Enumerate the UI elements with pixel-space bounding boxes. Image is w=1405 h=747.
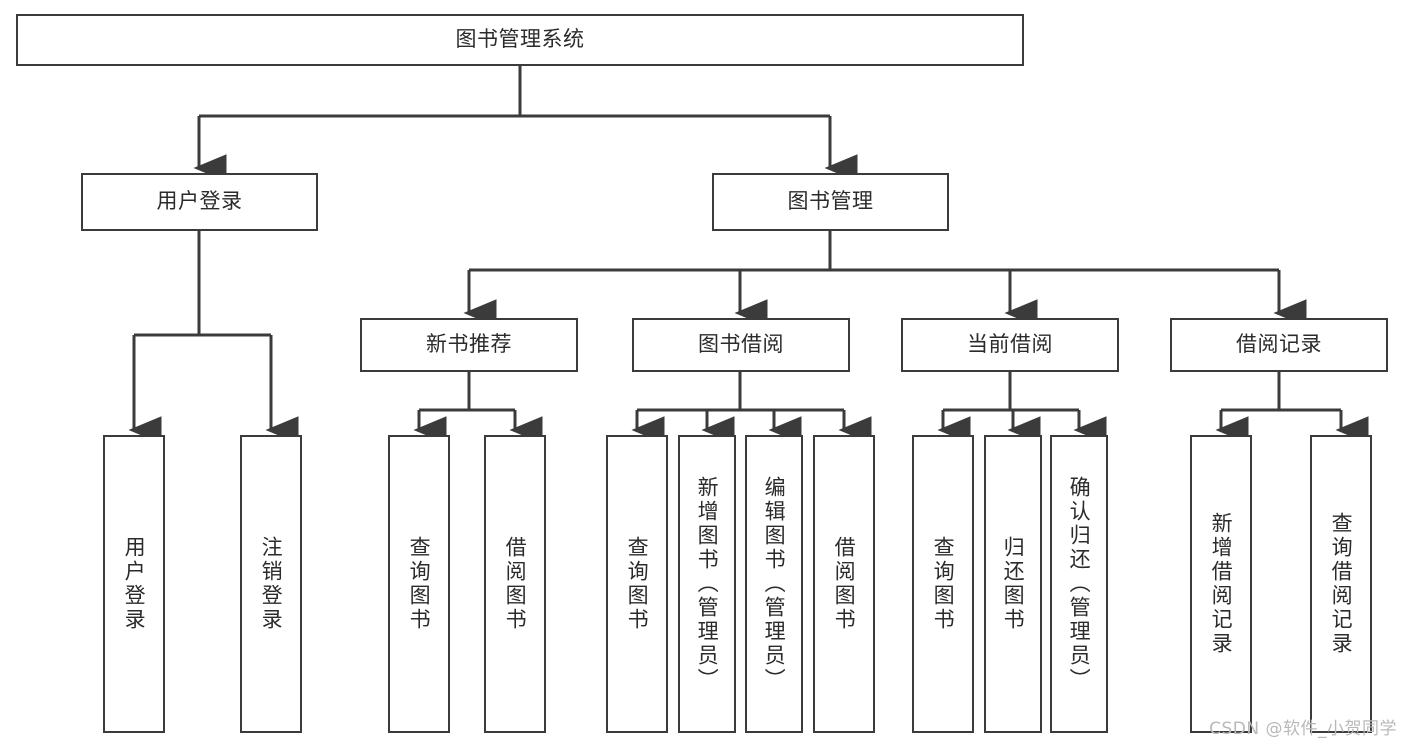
node-leaf-edit-book-label: 编辑图书（管理员） [762,476,787,692]
node-leaf-add-record-label: 新增借阅记录 [1209,512,1234,656]
node-book-borrow[interactable]: 图书借阅 [632,318,850,372]
node-book-manage-label: 图书管理 [787,189,874,214]
node-current-borrow[interactable]: 当前借阅 [901,318,1119,372]
node-leaf-user-login[interactable]: 用户登录 [103,435,165,733]
node-leaf-query-record[interactable]: 查询借阅记录 [1310,435,1372,733]
node-leaf-query-book-3[interactable]: 查询图书 [912,435,974,733]
node-leaf-edit-book[interactable]: 编辑图书（管理员） [745,435,803,733]
node-leaf-confirm-return[interactable]: 确认归还（管理员） [1050,435,1108,733]
node-user-login-label: 用户登录 [156,189,243,214]
node-new-book-recommend-label: 新书推荐 [426,332,512,357]
node-book-manage[interactable]: 图书管理 [712,173,949,231]
node-leaf-query-book-1-label: 查询图书 [407,536,432,632]
node-leaf-add-record[interactable]: 新增借阅记录 [1190,435,1252,733]
node-borrow-record[interactable]: 借阅记录 [1170,318,1388,372]
node-leaf-add-book[interactable]: 新增图书（管理员） [678,435,736,733]
node-current-borrow-label: 当前借阅 [967,332,1053,357]
node-leaf-return-book[interactable]: 归还图书 [984,435,1042,733]
node-leaf-query-book-3-label: 查询图书 [931,536,956,632]
node-user-login[interactable]: 用户登录 [81,173,318,231]
node-leaf-borrow-book-2[interactable]: 借阅图书 [813,435,875,733]
node-leaf-borrow-book-2-label: 借阅图书 [832,536,857,632]
node-leaf-user-login-label: 用户登录 [122,536,147,632]
node-root-label: 图书管理系统 [455,27,585,52]
node-leaf-add-book-label: 新增图书（管理员） [695,476,720,692]
node-leaf-query-book-2[interactable]: 查询图书 [606,435,668,733]
node-leaf-query-book-2-label: 查询图书 [625,536,650,632]
node-leaf-logout-login[interactable]: 注销登录 [240,435,302,733]
node-new-book-recommend[interactable]: 新书推荐 [360,318,578,372]
node-borrow-record-label: 借阅记录 [1236,332,1322,357]
node-leaf-borrow-book-1-label: 借阅图书 [503,536,528,632]
node-root[interactable]: 图书管理系统 [16,14,1024,66]
node-leaf-borrow-book-1[interactable]: 借阅图书 [484,435,546,733]
watermark: CSDN @软件_小贺同学 [1209,719,1397,739]
node-leaf-logout-login-label: 注销登录 [259,536,284,632]
node-leaf-return-book-label: 归还图书 [1001,536,1026,632]
node-leaf-query-book-1[interactable]: 查询图书 [388,435,450,733]
node-leaf-confirm-return-label: 确认归还（管理员） [1067,476,1092,692]
node-leaf-query-record-label: 查询借阅记录 [1329,512,1354,656]
node-book-borrow-label: 图书借阅 [698,332,784,357]
